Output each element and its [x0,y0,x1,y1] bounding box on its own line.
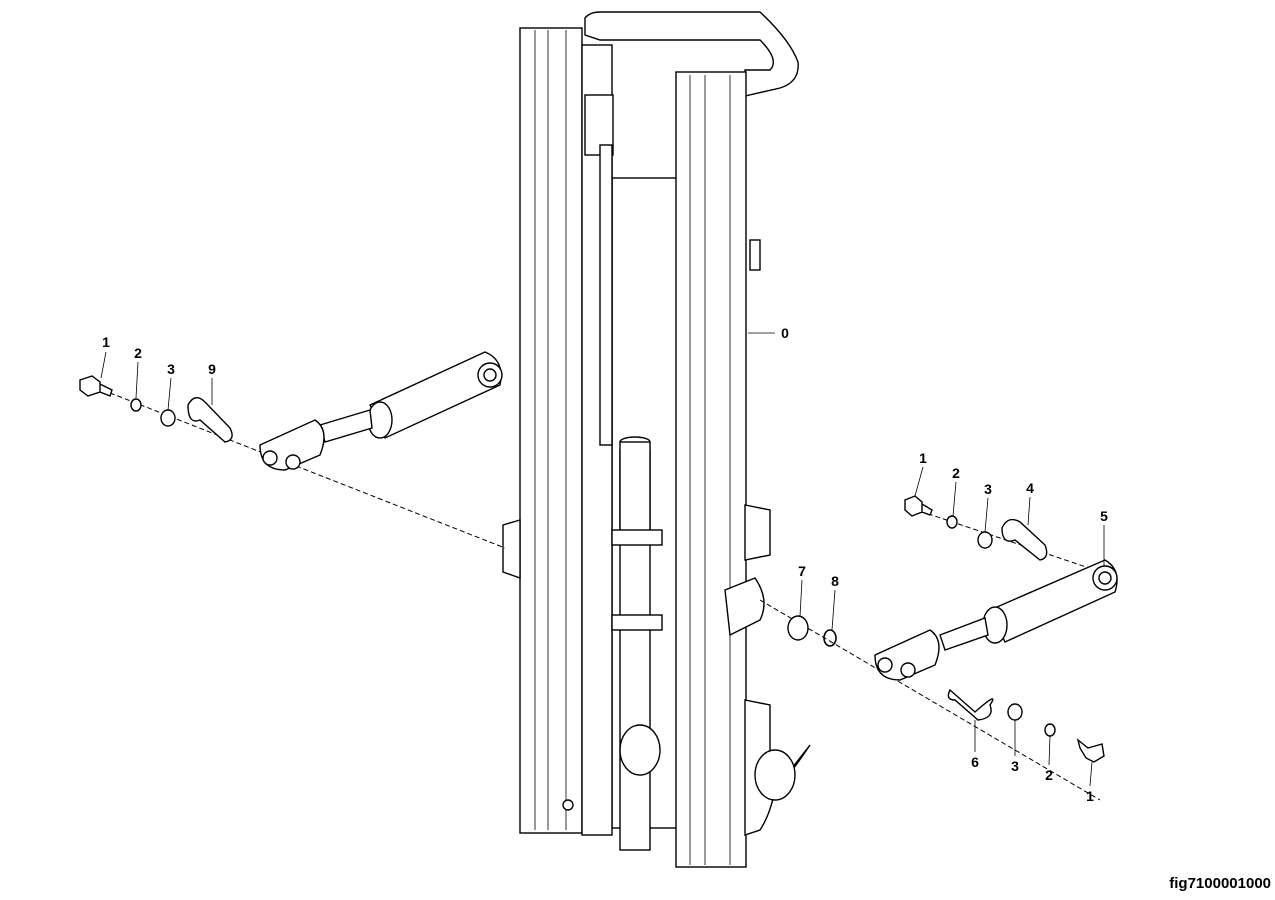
callout-right-top-pin: 4 [1026,480,1034,496]
callout-right-top-bolt: 1 [919,450,927,466]
right-top-pin [1001,518,1048,561]
callout-right-top-washer: 3 [984,481,992,497]
callout-snap-ring: 8 [831,573,839,589]
mast-assembly [502,11,811,868]
left-washer [160,409,176,427]
right-top-bolt [904,495,933,517]
bottom-washer [1007,703,1023,721]
callout-bottom-pin: 6 [971,754,979,770]
callout-right-cylinder: 5 [1100,508,1108,524]
left-bolt [79,375,113,397]
callout-bottom-washer-small: 2 [1045,767,1053,783]
callout-bottom-bolt: 1 [1086,788,1094,804]
callout-mast: 0 [781,325,789,341]
bottom-bolt [1076,738,1105,763]
callout-left-bolt: 1 [102,334,110,350]
figure-id: fig7100001000 [1169,875,1271,892]
callout-bottom-washer: 3 [1011,758,1019,774]
left-lift-cylinder [259,351,503,471]
bearing [787,615,809,641]
snap-ring [823,629,837,647]
callout-bearing: 7 [798,563,806,579]
right-lift-cylinder [874,559,1118,681]
bottom-washer-small [1044,723,1056,737]
left-pin [187,397,233,443]
right-top-washer-small [946,515,958,529]
right-top-washer [977,531,993,549]
left-washer-small [130,398,142,412]
callout-left-washer-small: 2 [134,345,142,361]
bottom-pin [947,688,994,721]
callout-right-top-washer-small: 2 [952,465,960,481]
callout-left-pin: 9 [208,361,216,377]
callout-left-washer: 3 [167,361,175,377]
